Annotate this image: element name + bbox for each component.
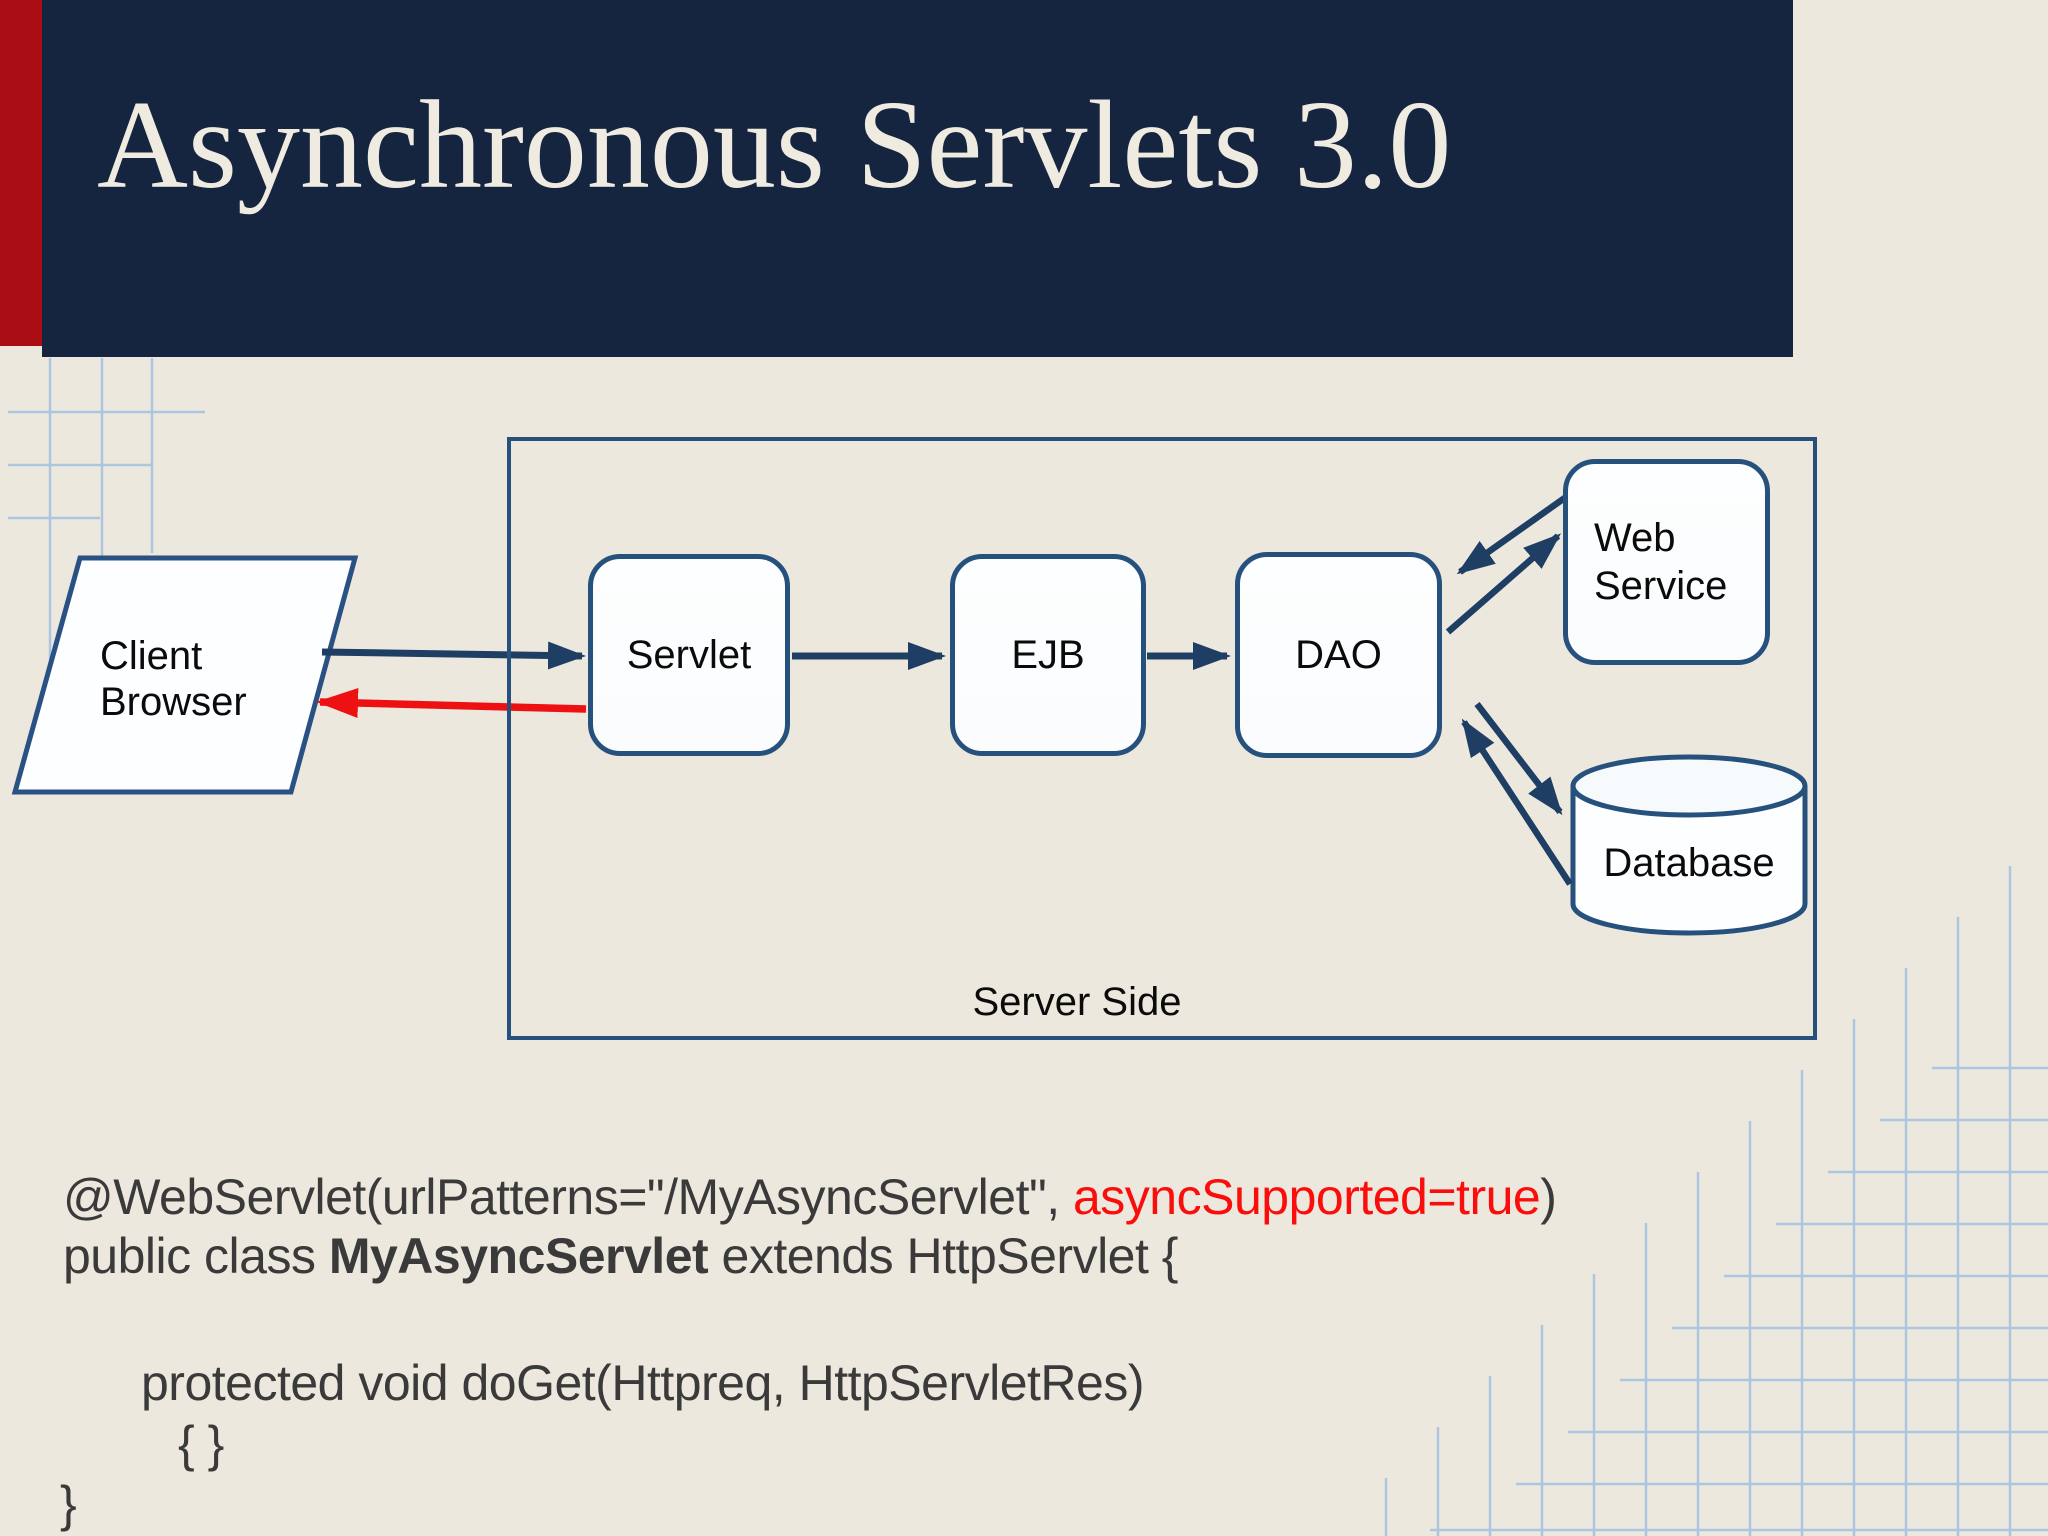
code-line-3: protected void doGet(Httpreq, HttpServle…	[141, 1355, 1144, 1411]
code-line-1-async-supported: asyncSupported=true	[1073, 1169, 1541, 1225]
page-title: Asynchronous Servlets 3.0	[97, 76, 1452, 215]
code-line-1-suffix: )	[1540, 1169, 1557, 1225]
web-service-label: Web Service	[1568, 514, 1727, 610]
database-label: Database	[1603, 841, 1775, 885]
code-line-2-prefix: public class	[63, 1228, 329, 1284]
title-banner: Asynchronous Servlets 3.0	[42, 0, 1793, 357]
client-browser-label: Client Browser	[100, 633, 247, 725]
ejb-node: EJB	[950, 554, 1146, 756]
dao-node: DAO	[1235, 552, 1442, 758]
code-line-2-classname: MyAsyncServlet	[328, 1228, 709, 1284]
servlet-label: Servlet	[626, 632, 752, 677]
web-service-label-line1: Web	[1594, 516, 1676, 560]
code-line-1: @WebServlet(urlPatterns="/MyAsyncServlet…	[63, 1168, 1557, 1226]
client-browser-label-line2: Browser	[100, 680, 247, 724]
code-line-1-prefix: @WebServlet(urlPatterns="/MyAsyncServlet…	[63, 1169, 1073, 1225]
web-service-node: Web Service	[1563, 459, 1770, 665]
servlet-node: Servlet	[588, 554, 790, 756]
server-side-box	[507, 437, 1817, 1040]
web-service-label-line2: Service	[1594, 564, 1728, 608]
ejb-label: EJB	[1011, 632, 1085, 677]
code-line-4: { }	[178, 1416, 224, 1472]
code-line-5: }	[60, 1476, 77, 1532]
server-side-label: Server Side	[972, 980, 1182, 1024]
code-line-2-suffix: extends HttpServlet {	[708, 1228, 1179, 1284]
red-accent-bar	[0, 0, 42, 346]
code-line-2: public class MyAsyncServlet extends Http…	[63, 1227, 1178, 1285]
dao-label: DAO	[1295, 632, 1382, 677]
client-browser-label-line1: Client	[100, 634, 203, 678]
